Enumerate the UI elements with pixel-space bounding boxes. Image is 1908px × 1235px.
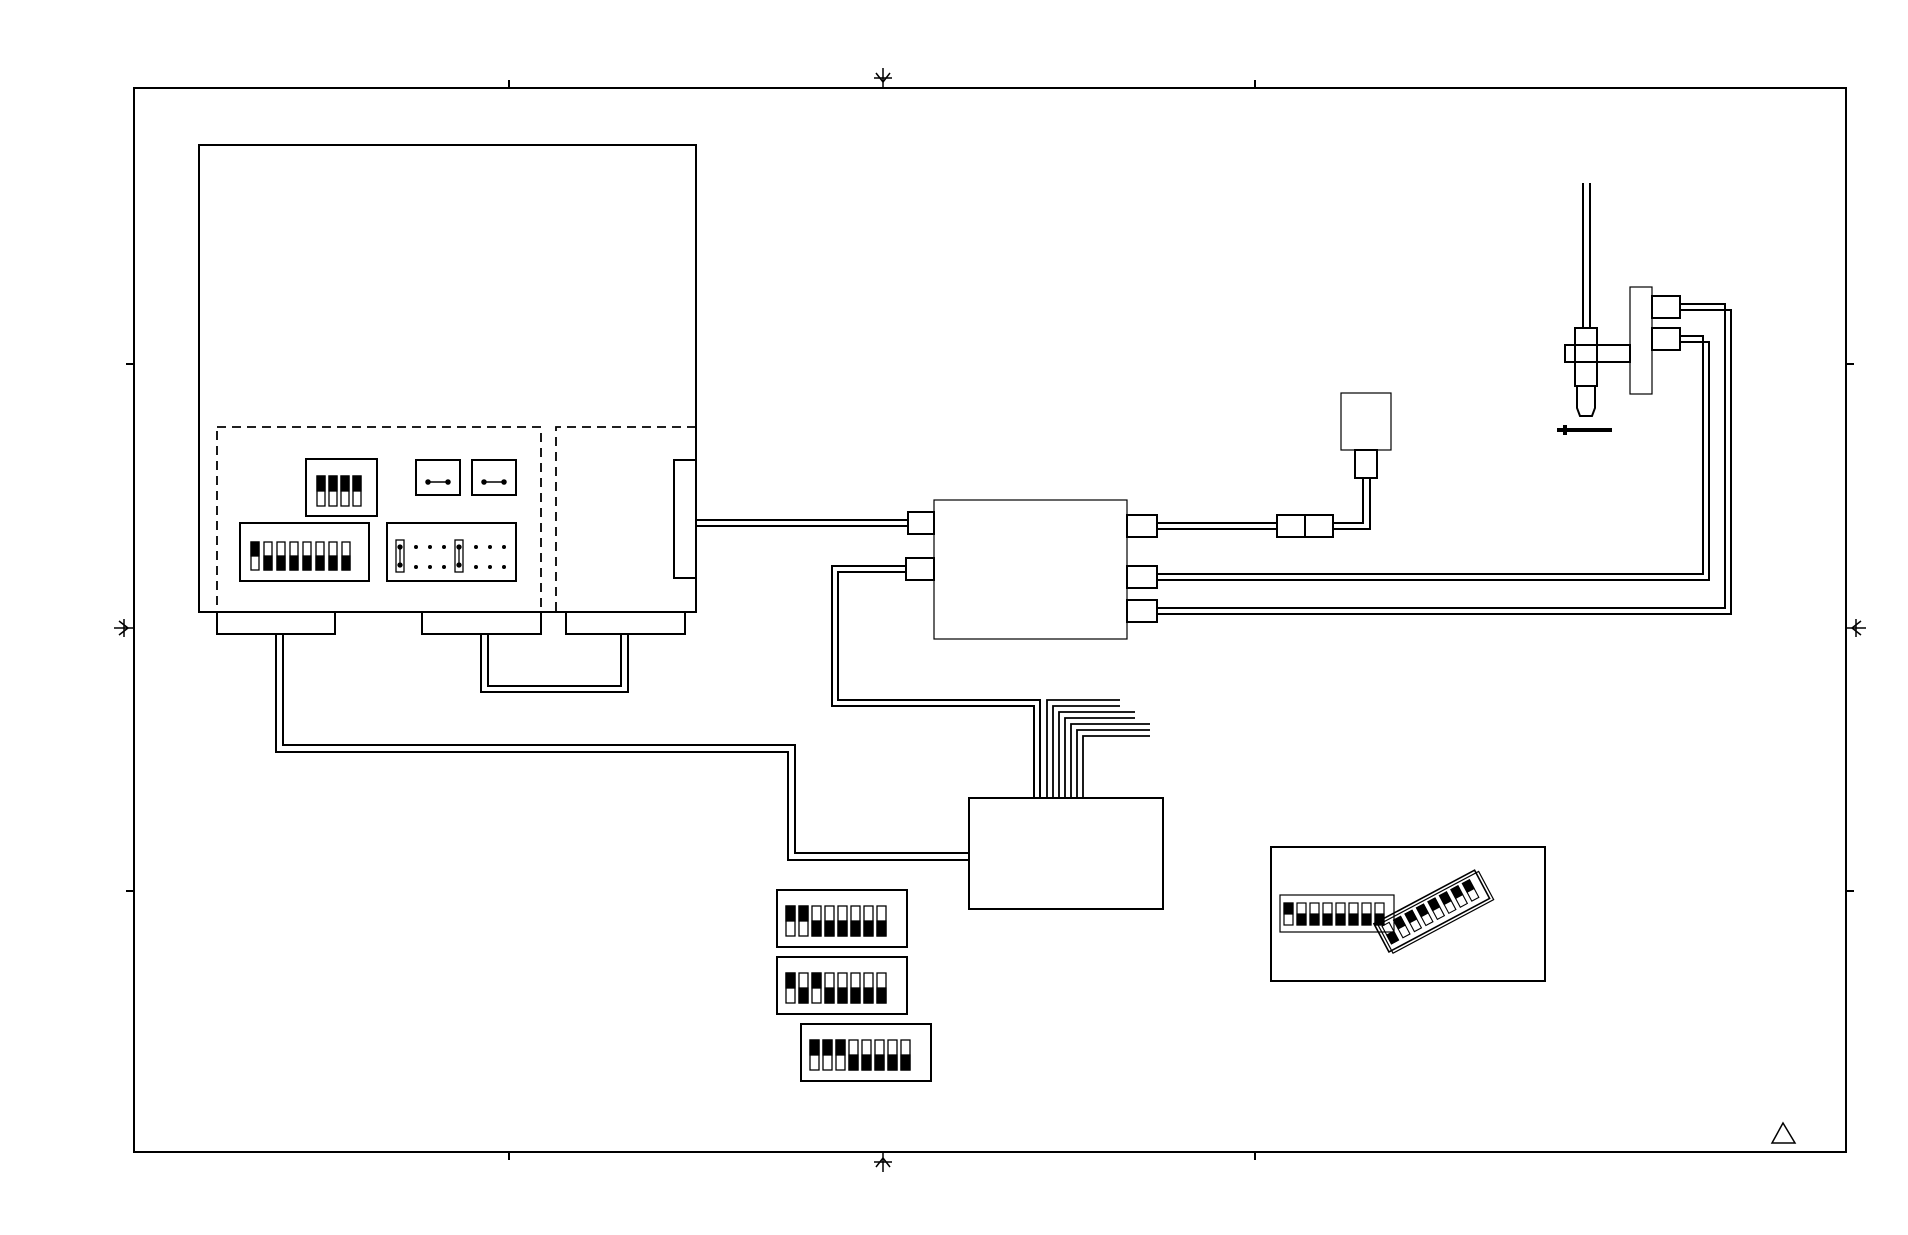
controller-bottom-connector-2 bbox=[421, 611, 542, 635]
controller-board-right-outline bbox=[555, 426, 696, 612]
controller-dip-4-housing bbox=[305, 458, 378, 517]
legend-dip-bank-2-switches bbox=[785, 972, 887, 1004]
sensor-body bbox=[1340, 392, 1392, 451]
legend-dip-bank-2 bbox=[776, 956, 908, 1015]
inline-connector-b bbox=[1304, 514, 1334, 538]
controller-dip-4-switches bbox=[316, 475, 362, 507]
cable-junction-to-sensor bbox=[1157, 478, 1371, 530]
cable-junction-to-probe-lower bbox=[1157, 335, 1710, 581]
centering-mark-top bbox=[874, 68, 892, 88]
junction-port-right-3 bbox=[1126, 599, 1158, 623]
inset-dip-straight-switches bbox=[1283, 902, 1385, 926]
junction-port-right-1 bbox=[1126, 514, 1158, 538]
controller-unit bbox=[198, 144, 697, 613]
cable-junction-to-signal-box bbox=[831, 565, 1041, 798]
sensor-neck bbox=[1354, 449, 1378, 479]
probe-port-lower bbox=[1651, 327, 1681, 351]
probe-assembly bbox=[1557, 183, 1631, 435]
controller-board-left-outline bbox=[216, 426, 542, 613]
inset-dip-angled bbox=[1372, 869, 1495, 954]
centering-mark-bottom bbox=[874, 1152, 892, 1172]
legend-dip-bank-3-switches bbox=[809, 1039, 911, 1071]
pin-header-block bbox=[386, 522, 517, 582]
junction-box bbox=[933, 499, 1128, 640]
jumper-2 bbox=[471, 459, 517, 496]
controller-side-connector bbox=[673, 459, 697, 579]
pin-header-contents bbox=[395, 539, 506, 573]
controller-bottom-connector-1 bbox=[216, 611, 336, 635]
inline-connector-a bbox=[1276, 514, 1306, 538]
controller-bottom-connector-3 bbox=[565, 611, 686, 635]
legend-dip-bank-1 bbox=[776, 889, 908, 948]
cable-controller-to-junction bbox=[696, 519, 908, 527]
jumper-1 bbox=[415, 459, 461, 496]
cable-junction-to-probe-upper bbox=[1157, 303, 1732, 615]
junction-port-left-bottom bbox=[905, 557, 935, 581]
legend-dip-bank-1-switches bbox=[785, 905, 887, 937]
frame-tick-marks bbox=[126, 80, 1854, 1160]
cable-controller-to-signal-box bbox=[275, 634, 969, 861]
junction-port-left-top bbox=[907, 511, 935, 535]
signal-box bbox=[968, 797, 1164, 910]
cable-bundle-from-signal-box bbox=[1046, 699, 1150, 798]
revision-triangle-icon bbox=[1770, 1121, 1797, 1144]
junction-port-right-2 bbox=[1126, 565, 1158, 589]
dip-orientation-inset bbox=[1270, 846, 1546, 982]
controller-dip-8-switches bbox=[250, 541, 351, 571]
controller-dip-8-housing bbox=[239, 522, 370, 582]
probe-port-upper bbox=[1651, 295, 1681, 319]
drawing-frame bbox=[133, 87, 1847, 1153]
jumper-2-link-icon bbox=[481, 479, 507, 485]
jumper-1-link-icon bbox=[425, 479, 451, 485]
cable-controller-loop bbox=[480, 634, 629, 693]
probe-mount-plate bbox=[1629, 286, 1653, 395]
centering-mark-right bbox=[1846, 619, 1866, 637]
centering-mark-left bbox=[114, 619, 134, 637]
legend-dip-bank-3 bbox=[800, 1023, 932, 1082]
